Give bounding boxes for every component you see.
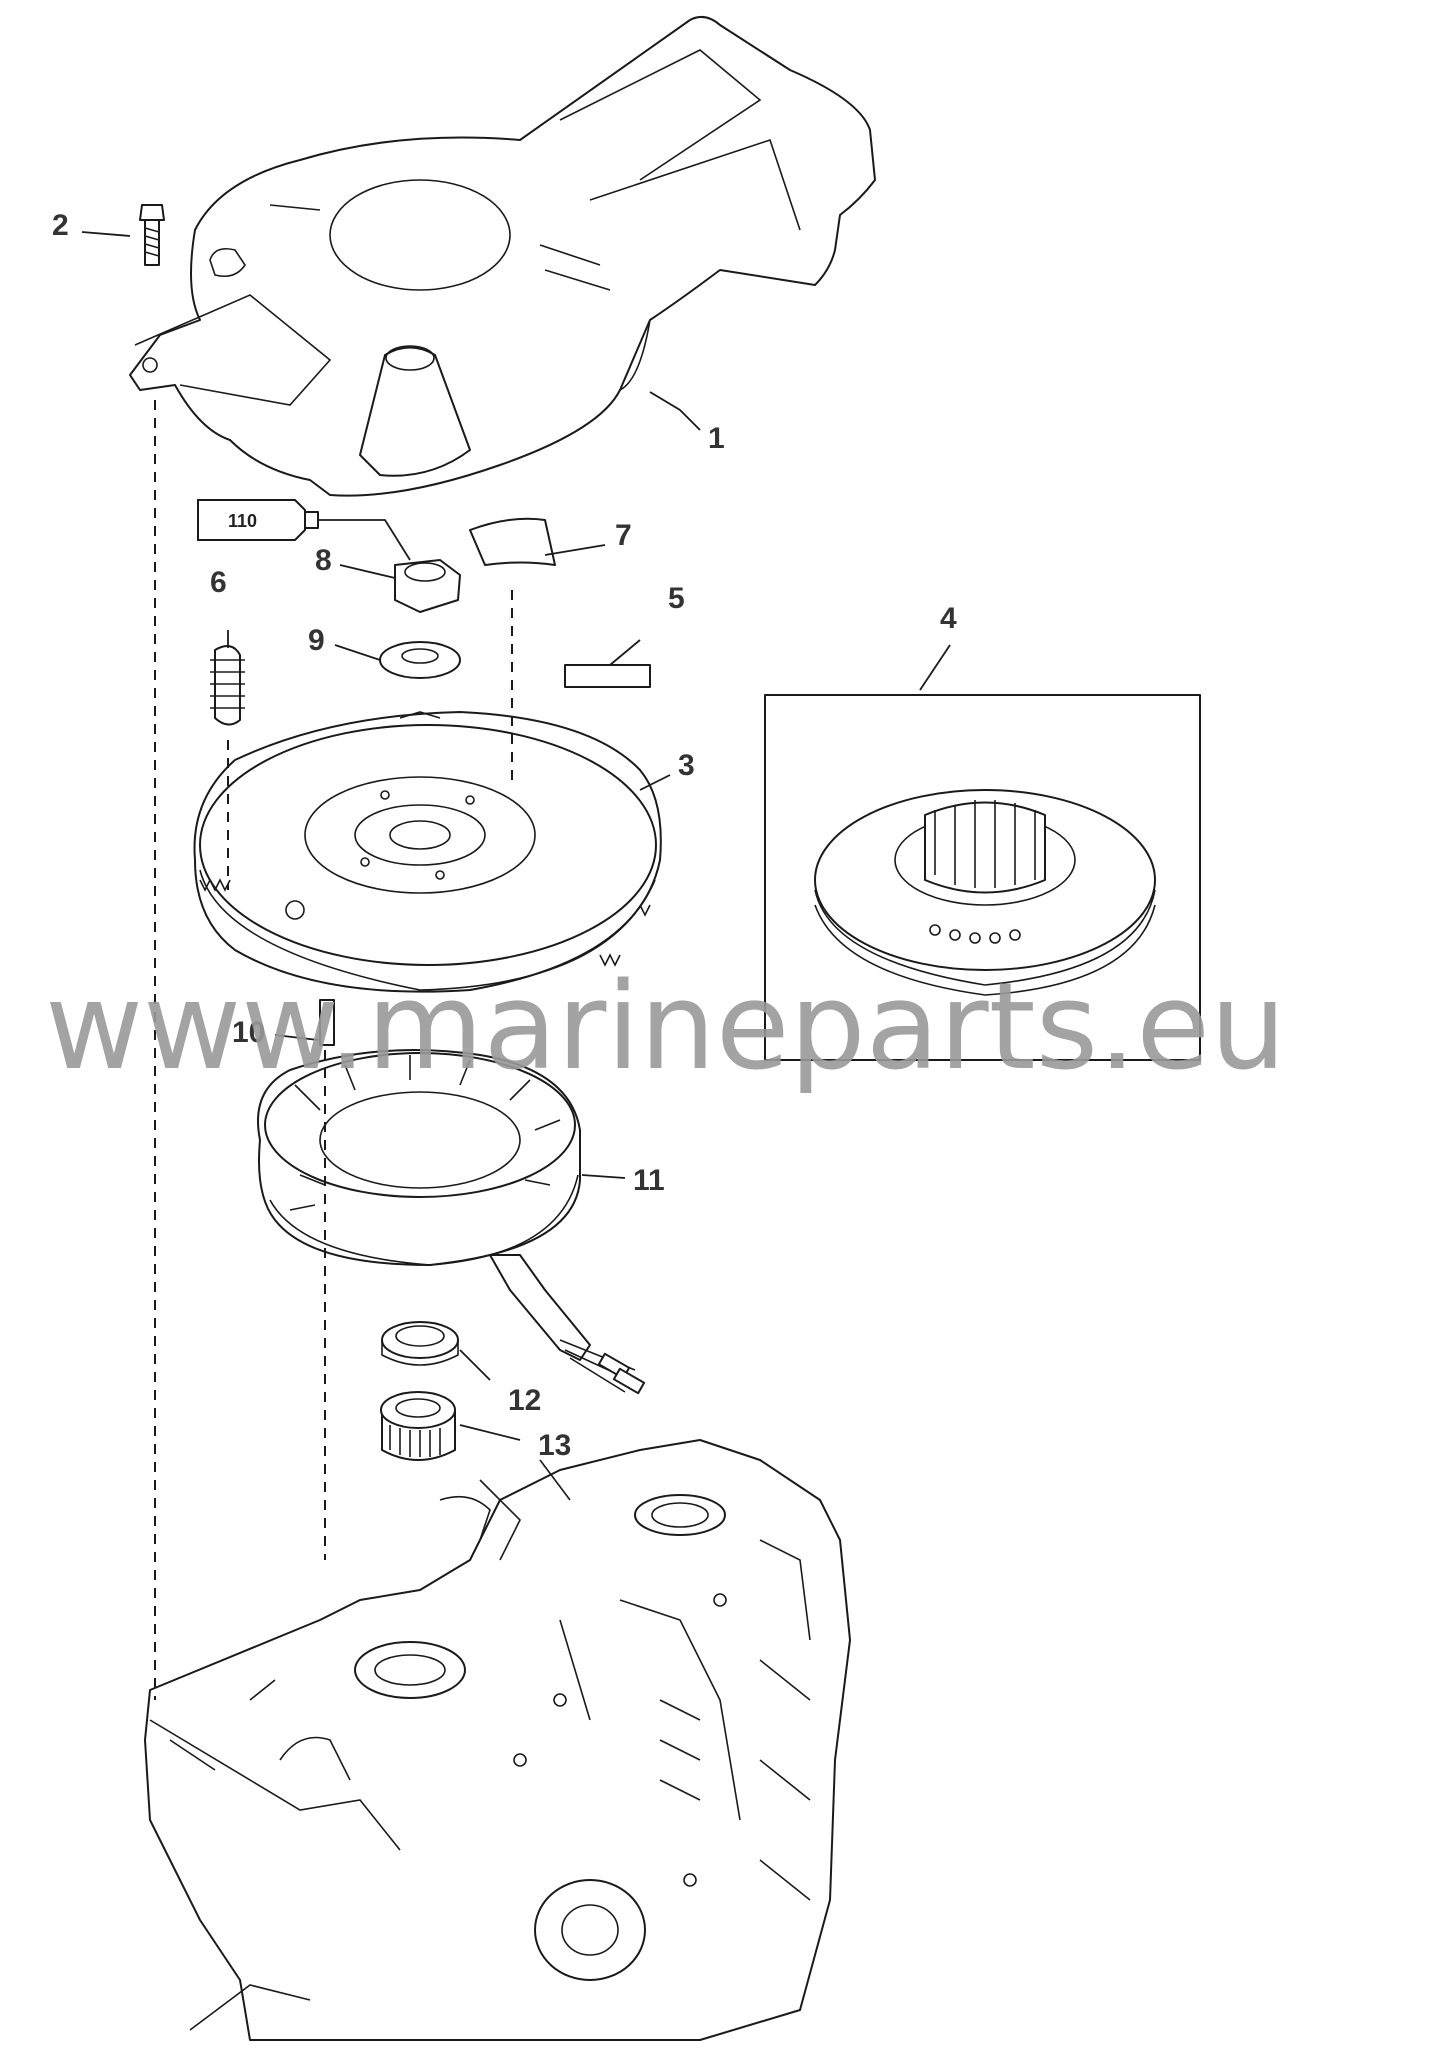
callout-4: 4 xyxy=(940,602,957,635)
callout-11: 11 xyxy=(633,1164,665,1197)
woodruff-key xyxy=(469,517,556,566)
washer xyxy=(379,641,461,679)
callout-13: 13 xyxy=(538,1429,571,1462)
callout-6: 6 xyxy=(210,566,227,599)
sealant-tube: 110 xyxy=(197,499,411,561)
decal xyxy=(564,664,651,688)
callout-8: 8 xyxy=(315,544,332,577)
callout-9: 9 xyxy=(308,624,325,657)
callout-7: 7 xyxy=(615,519,632,552)
bolt xyxy=(139,204,165,266)
engine-block xyxy=(144,1439,851,2041)
flywheel-cover xyxy=(129,15,876,497)
needle-bearing xyxy=(380,1391,456,1461)
callout-12: 12 xyxy=(508,1384,541,1417)
flywheel-nut xyxy=(394,559,461,613)
inset-flywheel-assembly xyxy=(764,694,1201,1061)
sealant-tube-label: 110 xyxy=(228,511,257,531)
callout-labels: 2 1 7 8 5 6 9 4 3 10 11 12 13 xyxy=(52,209,957,1462)
flywheel xyxy=(193,711,662,993)
callout-1: 1 xyxy=(708,422,725,455)
stator xyxy=(257,1049,646,1395)
callout-10: 10 xyxy=(232,1016,265,1049)
alignment-lines xyxy=(154,400,513,1700)
ring-gear-segment xyxy=(210,645,245,726)
dowel-pin xyxy=(319,999,335,1046)
callout-3: 3 xyxy=(678,749,695,782)
leader-lines xyxy=(81,231,951,1441)
watermark: www.marineparts.eu xyxy=(45,958,1286,1097)
callout-5: 5 xyxy=(668,582,685,615)
callout-2: 2 xyxy=(52,209,69,242)
oil-seal xyxy=(381,1321,459,1366)
